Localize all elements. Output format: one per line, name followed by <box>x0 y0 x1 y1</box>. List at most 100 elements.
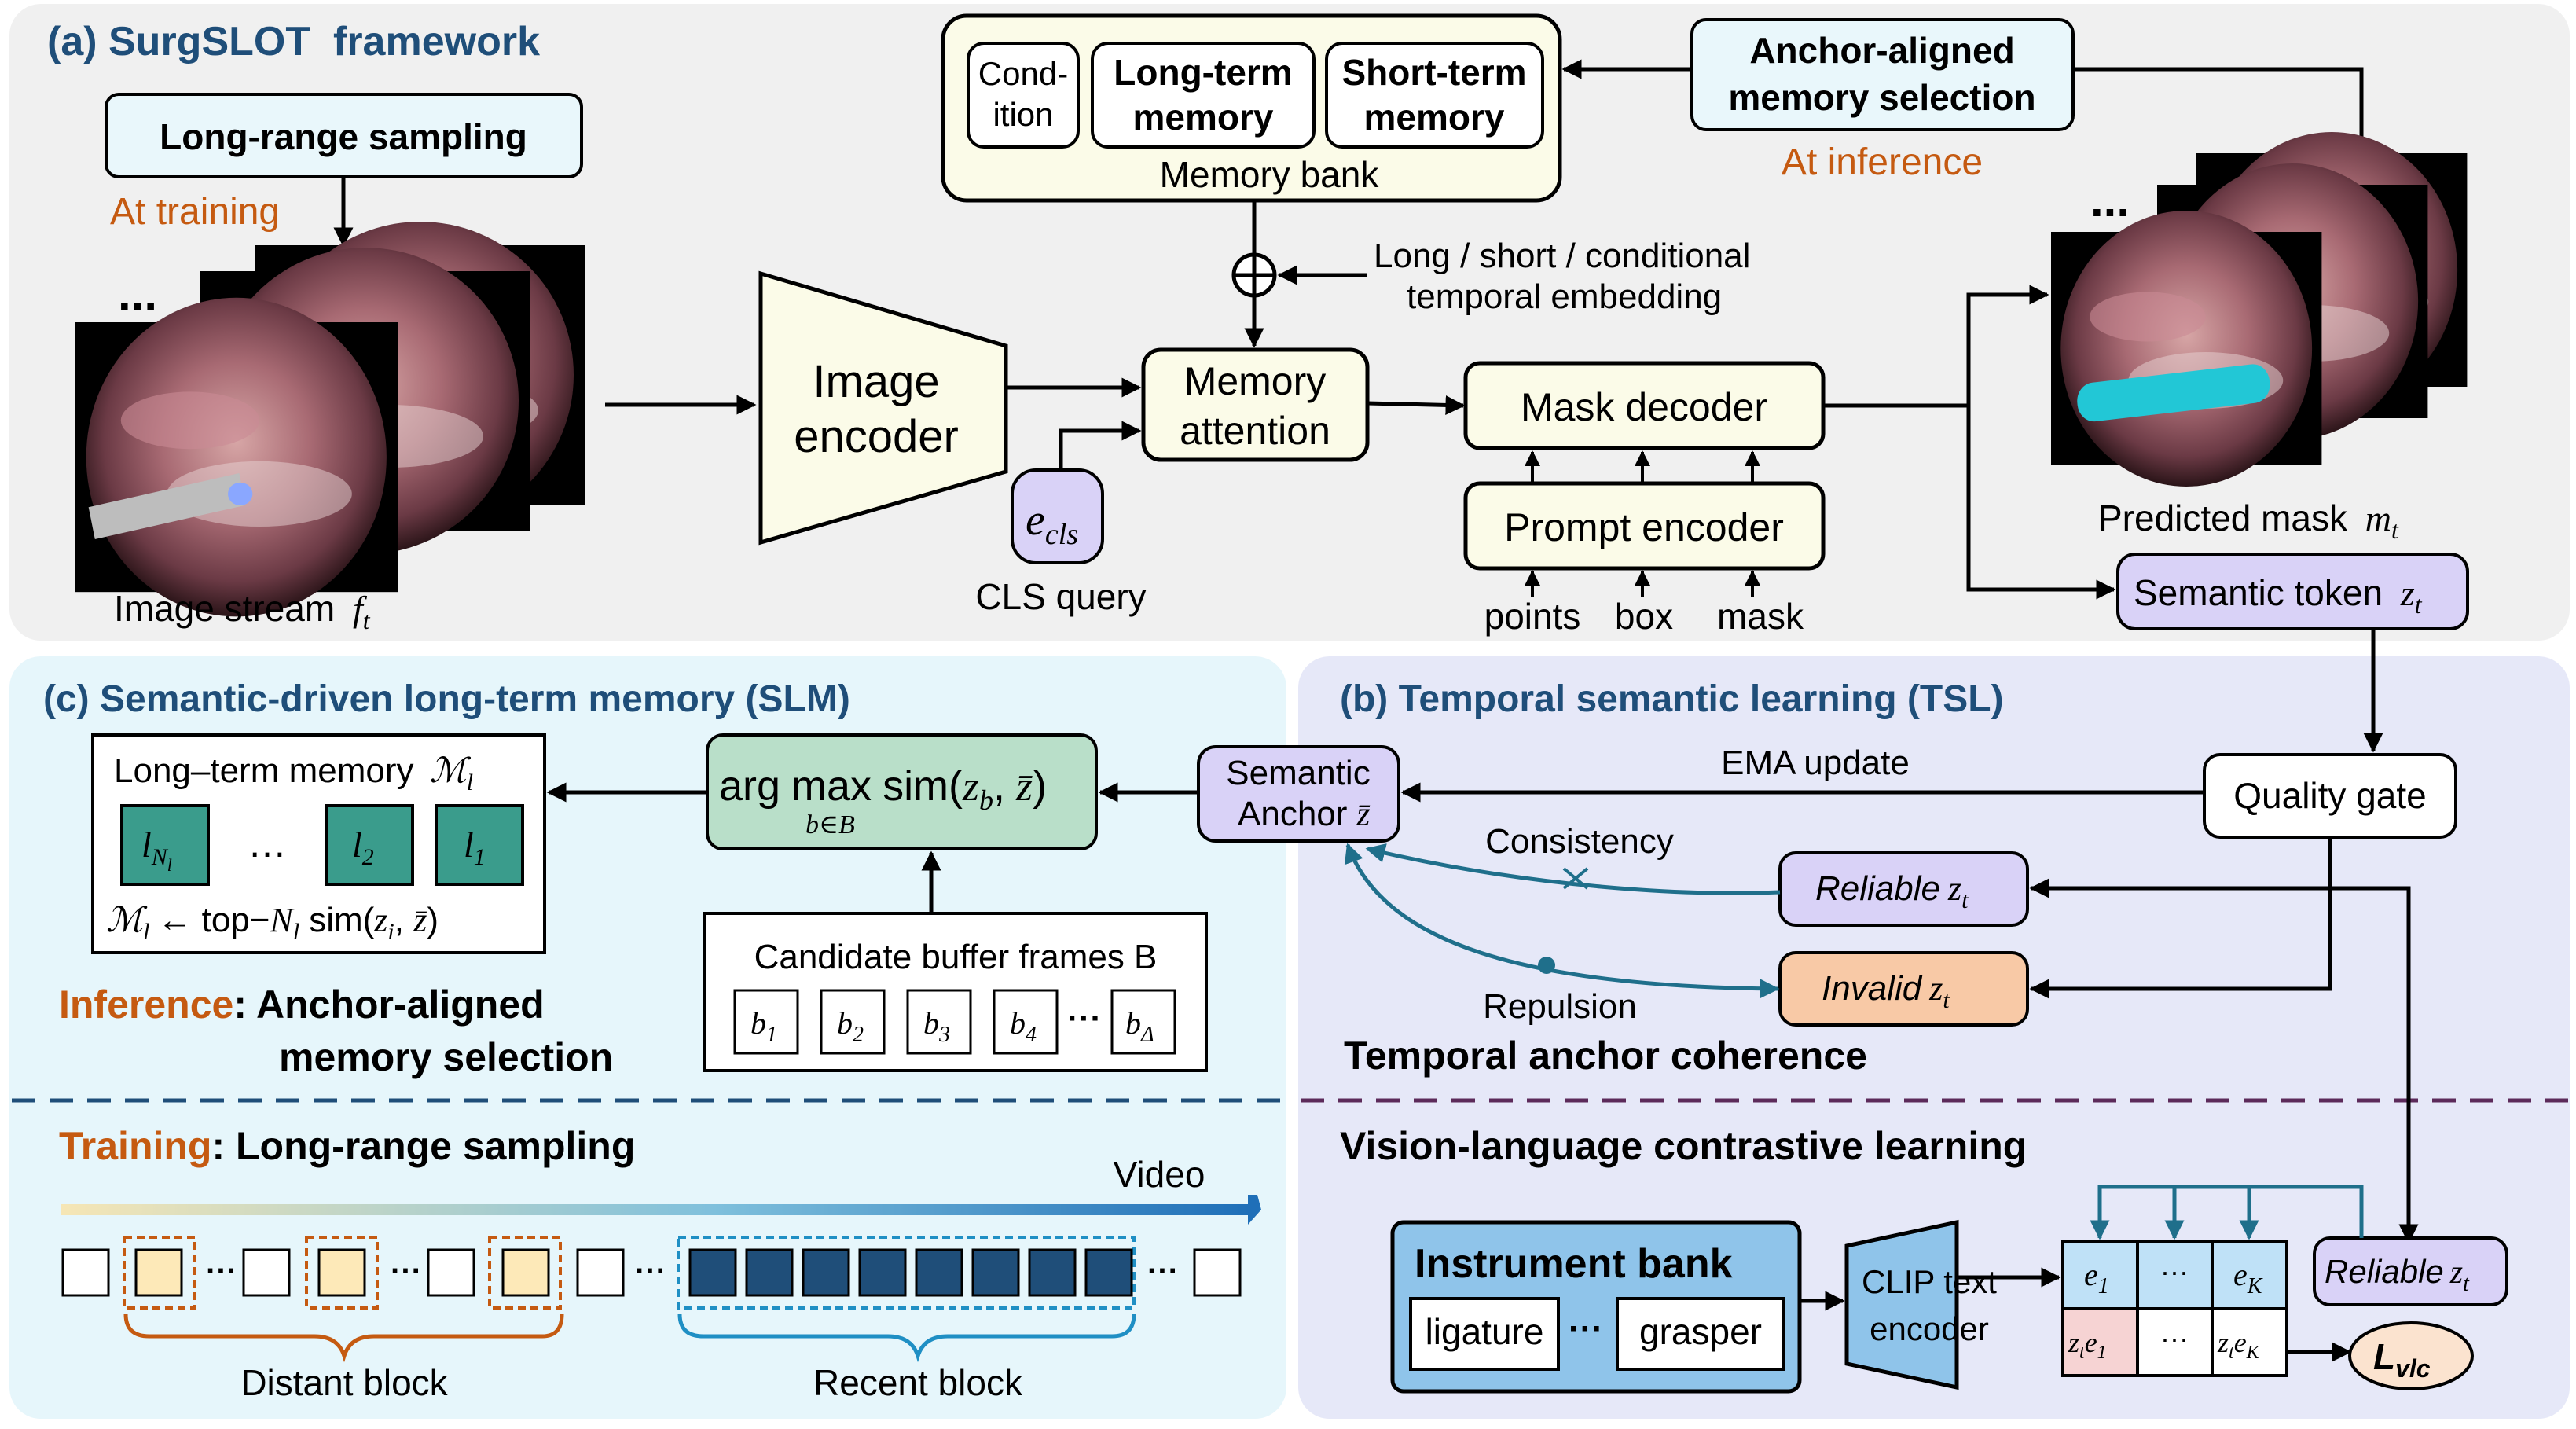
reliable-token-box <box>2313 1236 2508 1306</box>
buffer-cells <box>733 989 1176 1055</box>
semantic-token-box <box>2116 553 2469 630</box>
grasper-chip <box>1616 1297 1785 1371</box>
frame-cell <box>427 1248 475 1297</box>
buffer-cell-b4: b4 <box>1010 1005 1037 1047</box>
row-dots-icon: ··· <box>635 1254 666 1288</box>
buffer-cell-b1: b1 <box>750 1005 777 1047</box>
repulsion-curve <box>1344 843 1780 999</box>
decoder-to-token-arrow <box>1966 406 2116 600</box>
lvlc-label: Lvlc <box>2373 1336 2431 1383</box>
panel-a-background <box>9 4 2570 641</box>
recent-frame-cell <box>688 1248 737 1297</box>
temporal-anchor-coherence-heading: Temporal anchor coherence <box>1344 1034 1867 1078</box>
buffer-ellipsis-icon: ··· <box>1067 999 1102 1038</box>
buffer-cell-bdelta: bΔ <box>1125 1005 1154 1047</box>
frame-cell <box>576 1248 625 1297</box>
image-encoder-line1: Image <box>813 356 939 407</box>
frame-cell <box>317 1248 366 1297</box>
temporal-embedding-line1: Long / short / conditional <box>1374 237 1750 275</box>
distant-block-brace <box>123 1313 564 1363</box>
anchor-aligned-line1: Anchor-aligned <box>1749 30 2014 71</box>
memory-cell-1 <box>435 804 524 886</box>
panel-c-title: (c) Semantic-driven long-term memory (SL… <box>43 678 850 720</box>
recent-frame-cell <box>858 1248 907 1297</box>
predicted-mask-frames <box>2051 132 2468 487</box>
reliable-box <box>1778 851 2029 927</box>
condition-line2: ition <box>993 96 1053 133</box>
invalid-box <box>1778 951 2029 1027</box>
memory-cell-2-label: l2 <box>352 825 374 870</box>
consistency-label: Consistency <box>1485 822 1674 861</box>
zek-label: zteK <box>2217 1327 2261 1363</box>
ze1-label: zte1 <box>2068 1327 2107 1363</box>
cls-to-attention-arrow <box>1059 421 1142 472</box>
distant-frame-highlight <box>488 1236 562 1310</box>
short-term-memory-cell <box>1325 42 1544 149</box>
mask-decoder-label: Mask decoder <box>1521 385 1767 429</box>
plus-circle-icon <box>1231 252 1277 298</box>
candidate-buffer-label: Candidate buffer frames B <box>754 938 1158 976</box>
panel-a-title: (a) SurgSLOT framework <box>47 19 540 64</box>
row-dots-icon: ··· <box>1147 1254 1179 1288</box>
image-stream-frames <box>75 222 585 617</box>
recent-block-label: Recent block <box>813 1362 1023 1403</box>
clip-encoder-line1: CLIP text <box>1862 1263 1997 1300</box>
ze-dots-cell <box>2136 1307 2214 1377</box>
semantic-anchor-box <box>1197 745 1400 843</box>
row-dots-icon: ··· <box>206 1254 237 1288</box>
surgical-frame-image <box>75 297 398 617</box>
long-range-sampling-label: Long-range sampling <box>160 116 527 157</box>
buffer-cell <box>733 989 799 1055</box>
zek-cell <box>2211 1307 2288 1377</box>
video-arrow-head-icon <box>1248 1195 1261 1225</box>
memory-cell-2 <box>325 804 414 886</box>
argmax-subscript: b∈B <box>805 810 855 839</box>
cls-token-box <box>1011 468 1104 564</box>
predicted-mask-image <box>2051 211 2322 487</box>
ema-update-label: EMA update <box>1721 744 1910 782</box>
attention-to-decoder-arrow <box>1367 395 1466 415</box>
at-training-label: At training <box>110 191 280 233</box>
frame-cell <box>501 1248 550 1297</box>
prompt-encoder-label: Prompt encoder <box>1504 505 1784 549</box>
buffer-cell <box>1110 989 1176 1055</box>
bank-ellipsis-icon: ··· <box>1569 1310 1603 1348</box>
memory-cell-nl-label: lNl <box>141 825 172 875</box>
box-label: box <box>1615 596 1673 637</box>
row-dots-icon: ··· <box>391 1254 422 1288</box>
recent-frame-cell <box>915 1248 963 1297</box>
buffer-cell <box>906 989 972 1055</box>
predicted-to-selection-line <box>2073 67 2364 157</box>
frames-ellipsis-icon: ... <box>118 268 157 321</box>
recent-frame-cell <box>1028 1248 1077 1297</box>
vlc-heading: Vision-language contrastive learning <box>1340 1124 2027 1168</box>
image-encoder-line2: encoder <box>794 411 959 462</box>
e1-cell <box>2061 1240 2139 1310</box>
buffer-cell <box>993 989 1059 1055</box>
video-label: Video <box>1114 1154 1205 1195</box>
buffer-cell <box>820 989 886 1055</box>
memory-bank-label: Memory bank <box>1160 154 1380 195</box>
frame-cell <box>61 1248 110 1297</box>
e1-label: e1 <box>2084 1257 2109 1299</box>
ek-label: eK <box>2233 1257 2263 1299</box>
decoder-output-line <box>1823 285 2049 408</box>
frame-cell <box>242 1248 291 1297</box>
e-dots-label: ··· <box>2160 1255 2189 1288</box>
image-stream-label: Image stream ft <box>114 588 371 634</box>
ligature-label: ligature <box>1426 1311 1544 1352</box>
recent-frame-cell <box>802 1248 850 1297</box>
prompt-encoder-box <box>1463 481 1826 571</box>
at-inference-label: At inference <box>1782 141 1983 183</box>
cls-query-label: CLS query <box>975 576 1146 617</box>
image-encoder-block <box>758 270 1008 546</box>
memory-attention-line1: Memory <box>1184 359 1327 403</box>
ligature-chip <box>1409 1297 1560 1371</box>
predicted-ellipsis-icon: ... <box>2090 174 2130 226</box>
short-term-line1: Short-term <box>1341 52 1526 93</box>
gate-to-reliable2-arrow <box>2330 886 2419 1244</box>
